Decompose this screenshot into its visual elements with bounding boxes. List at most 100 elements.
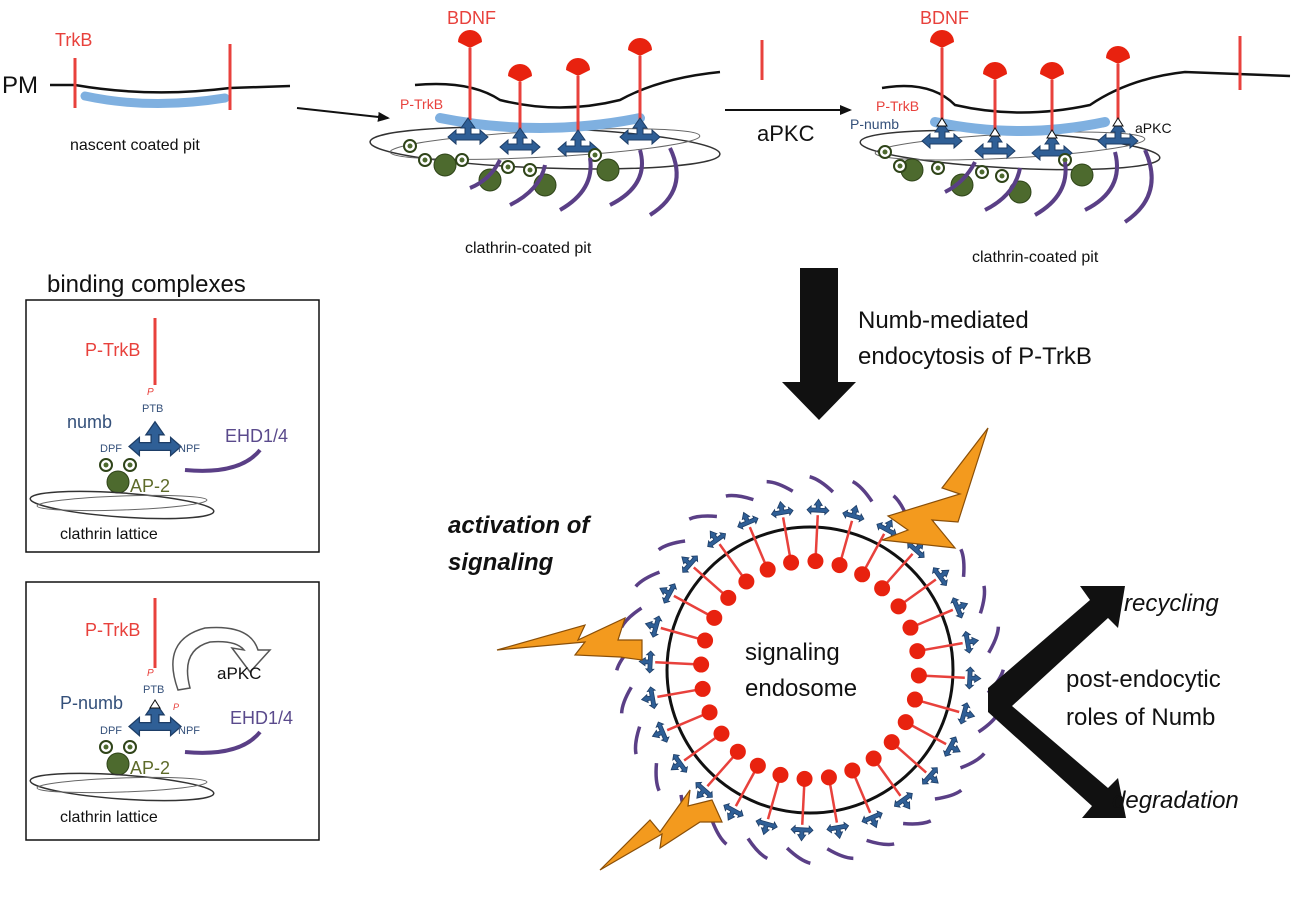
endosome-bdnf (854, 566, 871, 583)
endosome-ehd (725, 493, 754, 502)
endosome-label-line2: endosome (745, 675, 857, 702)
endosome-numb (841, 502, 868, 524)
endosome-numb (964, 666, 982, 690)
clathrin-lattice-panel1 (29, 490, 215, 520)
panel1-ap2: AP-2 (130, 476, 170, 496)
endosome-bdnf (720, 589, 737, 606)
endosome-numb (647, 720, 671, 747)
endosome-bdnf (772, 766, 789, 783)
endosome-receptor (706, 755, 735, 788)
panel2-apkc: aPKC (217, 664, 261, 683)
binding-panel-1: P-TrkB P PTB numb DPF NPF EHD1/4 AP-2 cl… (25, 299, 320, 553)
endosome-receptor (718, 543, 744, 578)
ptrkb-label-2: P-TrkB (876, 98, 919, 114)
endosome-receptor (655, 661, 696, 666)
endosome-numb (790, 824, 814, 842)
clathrin-lattice-panel2 (29, 772, 215, 802)
endosome-bdnf (694, 680, 711, 697)
caption-pit-2: clathrin-coated pit (972, 249, 1099, 266)
plasma-membrane-2 (414, 70, 721, 109)
panel1-lattice: clathrin lattice (60, 526, 158, 543)
panel1-numb: numb (67, 412, 112, 432)
panel2-ptrkb: P-TrkB (85, 620, 140, 640)
endosome-ehd (657, 539, 686, 552)
endosome-ehd (851, 479, 874, 503)
endosome-bdnf (701, 704, 718, 721)
endosome-receptor (853, 775, 872, 814)
ap2-body-panel1 (106, 470, 130, 494)
panel2-dpf: DPF (100, 725, 122, 737)
endocytosis-arrow (782, 268, 856, 420)
ehd-arcs-stage2 (469, 147, 679, 217)
panel2-p: P (147, 668, 154, 679)
endosome-receptor (863, 533, 886, 570)
endosome-receptor (910, 723, 947, 746)
pm-label: PM (2, 72, 38, 99)
signaling-endosome: signaling endosome (615, 475, 1005, 865)
post-line2: roles of Numb (1066, 704, 1215, 731)
nascent-caption: nascent coated pit (70, 137, 200, 154)
endosome-numb (825, 821, 851, 841)
endosome-bdnf (902, 619, 919, 636)
apkc-arrow-label: aPKC (757, 121, 815, 146)
pnumb-label: P-numb (850, 116, 899, 132)
ap2-complex (433, 153, 457, 177)
endosome-bdnf (693, 656, 710, 673)
endocytosis-line1: Numb-mediated (858, 307, 1029, 334)
endosome-membrane (665, 525, 955, 815)
endosome-numb (733, 507, 760, 531)
endosome-bdnf (738, 573, 755, 590)
bdnf-receptors-stage2 (458, 30, 764, 132)
plasma-membrane-1 (50, 83, 291, 94)
lightning-icon (599, 789, 723, 871)
endosome-bdnf (759, 561, 776, 578)
endosome-ehd (633, 726, 642, 755)
signaling-lightning (496, 427, 989, 871)
endosome-bdnf (820, 769, 837, 786)
panel2-ptb: PTB (143, 684, 164, 696)
caption-pit-1: clathrin-coated pit (465, 240, 592, 257)
endosome-ehd (902, 819, 932, 826)
endosome-receptor (673, 594, 710, 617)
panel1-ptrkb: P-TrkB (85, 340, 140, 360)
endosome-receptor (876, 762, 902, 797)
panel2-lattice: clathrin lattice (60, 809, 158, 826)
endosome-numb (642, 612, 664, 639)
panel2-npf: NPF (178, 725, 200, 737)
endosome-receptor (781, 517, 792, 557)
post-endocytic-arrows (988, 586, 1126, 818)
endosome-label-line1: signaling (745, 639, 840, 666)
endosome-receptor (839, 520, 854, 560)
endosome-ehd (746, 837, 769, 861)
binding-complexes-heading: binding complexes (47, 271, 246, 298)
endosome-receptor (666, 713, 705, 732)
endosome-receptor (683, 736, 718, 762)
lightning-icon (881, 427, 989, 549)
endosome-bdnf (713, 725, 730, 742)
endosome-bdnf (910, 667, 927, 684)
endosome-ehd (826, 847, 854, 861)
post-line1: post-endocytic (1066, 666, 1221, 693)
endosome-bdnf (749, 757, 766, 774)
endosome-ehd (978, 585, 987, 614)
panel1-dpf: DPF (100, 443, 122, 455)
panel1-ehd: EHD1/4 (225, 426, 288, 446)
endosome-numb (956, 701, 978, 728)
endosome-receptor (801, 784, 806, 825)
endosome-bdnf (844, 762, 861, 779)
endosome-numb (752, 816, 779, 838)
endosome-bdnf (796, 770, 813, 787)
trkb-label: TrkB (55, 30, 92, 50)
endosome-receptor (734, 770, 757, 807)
endosome-bdnf (883, 734, 900, 751)
ehd-arcs-stage3 (944, 149, 1154, 224)
panel2-pnumb: P-numb (60, 693, 123, 713)
endosome-receptor (902, 578, 937, 604)
stage-coated-pit-2: BDNF P-TrkB P-numb aPKC clathri (850, 8, 1291, 266)
endosome-numb (664, 751, 691, 780)
endosome-ehd (934, 788, 963, 801)
endosome-ehd (987, 626, 1001, 654)
endosome-ehd (809, 475, 835, 494)
arrow-stage1-to-2 (296, 107, 390, 122)
